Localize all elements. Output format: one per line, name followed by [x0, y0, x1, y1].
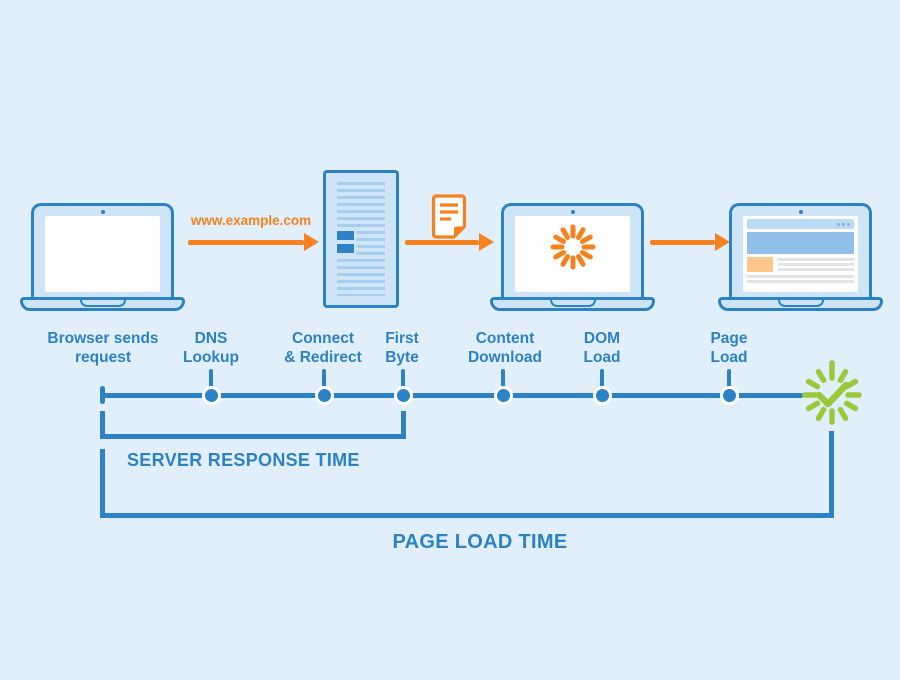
- server-icon: [323, 170, 399, 308]
- laptop-loading-spinner-icon: [490, 203, 655, 311]
- timeline-tick: [501, 369, 505, 393]
- server-response-bracket: [100, 411, 406, 439]
- timeline-dot-firstbyte: [393, 386, 413, 405]
- page-image-block: [747, 257, 773, 272]
- page-load-time-label: PAGE LOAD TIME: [392, 531, 568, 553]
- laptop-camera-dot: [100, 210, 105, 214]
- timeline-dot-content: [493, 386, 513, 405]
- page-text-line: [747, 275, 854, 278]
- render-arrow-icon: [650, 233, 730, 251]
- laptop-loaded-page-icon: [718, 203, 883, 311]
- request-arrow-icon: [188, 233, 319, 251]
- timeline-tick: [322, 369, 326, 393]
- browser-topbar-dot: [837, 222, 840, 226]
- stage-label-dom-load: DOM Load: [583, 330, 621, 366]
- timeline-tick: [209, 369, 213, 393]
- timeline-tick: [401, 369, 405, 393]
- page-text-line: [747, 280, 854, 283]
- stage-label-page-load: Page Load: [710, 330, 748, 366]
- stage-label-browser-sends-request: Browser sends request: [47, 330, 159, 366]
- timeline-tick: [727, 369, 731, 393]
- laptop-notch: [777, 300, 824, 307]
- laptop-base: [20, 297, 185, 311]
- laptop-page-screen: [743, 216, 858, 292]
- timeline-dot-dom: [592, 386, 612, 405]
- laptop-lid: [501, 203, 644, 299]
- stage-label-content-download: Content Download: [467, 330, 543, 366]
- laptop-blank-screen: [45, 216, 160, 292]
- page-load-bracket-right: [829, 431, 834, 518]
- laptop-lid: [729, 203, 872, 299]
- loading-spinner-icon: [550, 224, 596, 270]
- stage-label-connect-redirect: Connect & Redirect: [284, 330, 362, 366]
- timeline-dot-connect: [314, 386, 334, 405]
- timeline-dot-pageload: [719, 386, 739, 405]
- laptop-camera-dot: [570, 210, 575, 214]
- response-arrow-icon: [405, 233, 494, 251]
- timeline-tick: [600, 369, 604, 393]
- page-text-line: [778, 268, 854, 271]
- laptop-camera-dot: [798, 210, 803, 214]
- page-text-line: [778, 258, 854, 261]
- server-highlight-block: [337, 231, 354, 240]
- laptop-base: [490, 297, 655, 311]
- document-icon: [431, 194, 467, 239]
- laptop-browser-icon: [20, 203, 185, 311]
- stage-label-dns-lookup: DNS Lookup: [183, 330, 239, 366]
- page-header-block: [747, 232, 854, 254]
- page-load-bracket-left: [100, 449, 105, 518]
- timeline-start-cap: [100, 386, 105, 404]
- timeline-dot-dns: [201, 386, 221, 405]
- stage-label-first-byte: First Byte: [385, 330, 419, 366]
- timeline-axis: [103, 393, 803, 398]
- laptop-notch: [549, 300, 596, 307]
- browser-topbar-dot: [842, 222, 845, 226]
- check-burst-icon: [802, 360, 862, 425]
- server-highlight-block: [337, 244, 354, 253]
- server-response-time-label: SERVER RESPONSE TIME: [127, 450, 360, 470]
- page-load-bracket-bottom: [100, 513, 834, 518]
- browser-topbar: [747, 219, 854, 229]
- url-label: www.example.com: [190, 213, 312, 228]
- laptop-loading-screen: [515, 216, 630, 292]
- browser-topbar-dot: [847, 222, 850, 226]
- laptop-lid: [31, 203, 174, 299]
- page-text-line: [778, 263, 854, 266]
- laptop-notch: [79, 300, 126, 307]
- laptop-base: [718, 297, 883, 311]
